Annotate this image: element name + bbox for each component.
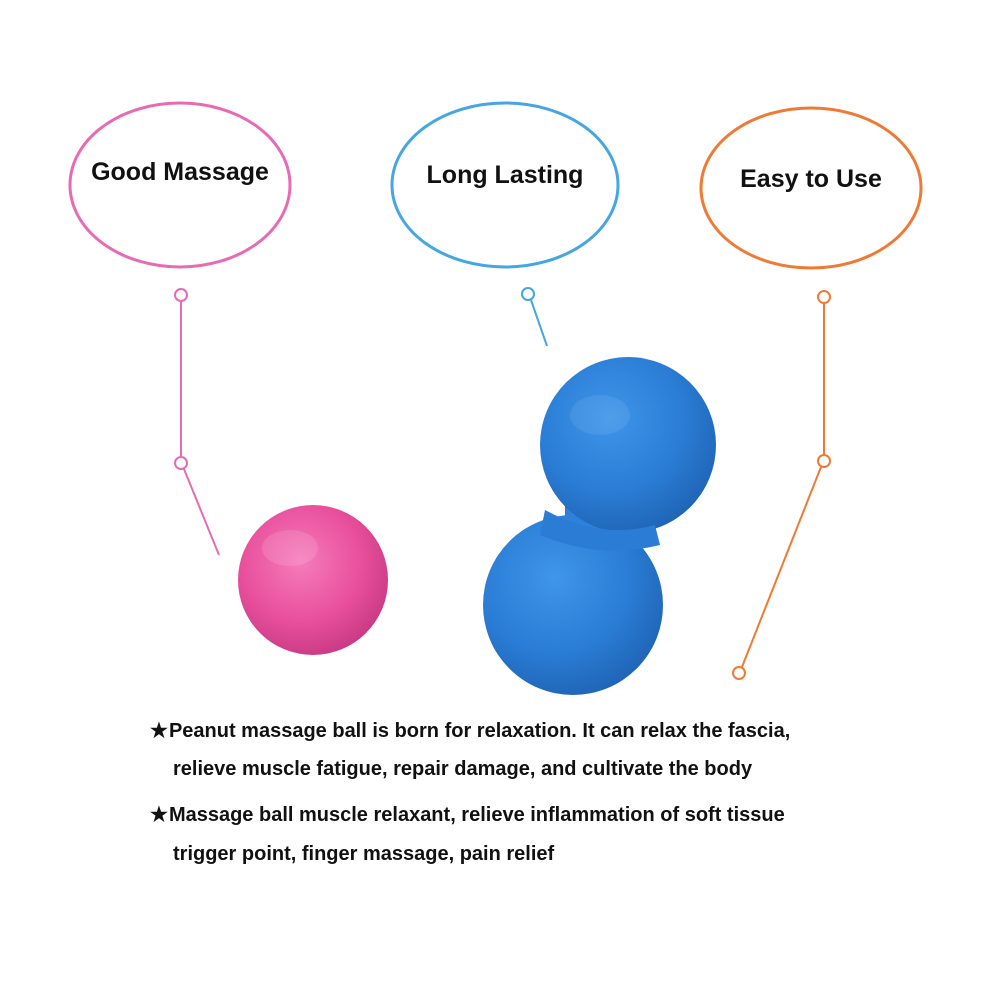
connector-dot	[174, 288, 188, 302]
single-massage-ball	[238, 505, 388, 655]
connector-dot	[174, 456, 188, 470]
connector-dot	[732, 666, 746, 680]
description-item-2-line-1: ★Massage ball muscle relaxant, relieve i…	[150, 802, 785, 827]
description-item-1-line-2: relieve muscle fatigue, repair damage, a…	[173, 758, 753, 780]
callout-label-long-lasting: Long Lasting	[426, 161, 584, 189]
connector-dot	[817, 290, 831, 304]
callout-easy-to-use	[699, 106, 923, 680]
connector-line	[741, 466, 822, 668]
connector-line	[530, 299, 548, 347]
callout-label-good-massage: Good Massage	[91, 158, 269, 186]
callout-label-easy-to-use: Easy to Use	[740, 165, 882, 193]
description-item-2-line-2: trigger point, finger massage, pain reli…	[173, 843, 555, 865]
description-text: Massage ball muscle relaxant, relieve in…	[168, 804, 785, 826]
callout-good-massage	[68, 101, 292, 556]
description-item-1-line-1: ★Peanut massage ball is born for relaxat…	[150, 718, 790, 743]
callout-bubble-orange	[699, 106, 923, 270]
star-icon: ★	[150, 804, 168, 826]
callout-bubble-pink	[68, 101, 292, 269]
description-text: Peanut massage ball is born for relaxati…	[168, 720, 791, 742]
callout-bubble-blue	[390, 101, 620, 269]
callout-long-lasting	[390, 101, 620, 347]
connector-line	[183, 468, 220, 556]
connector-dot	[817, 454, 831, 468]
star-icon: ★	[150, 720, 168, 742]
peanut-massage-ball	[483, 357, 716, 695]
connector-dot	[521, 287, 535, 301]
